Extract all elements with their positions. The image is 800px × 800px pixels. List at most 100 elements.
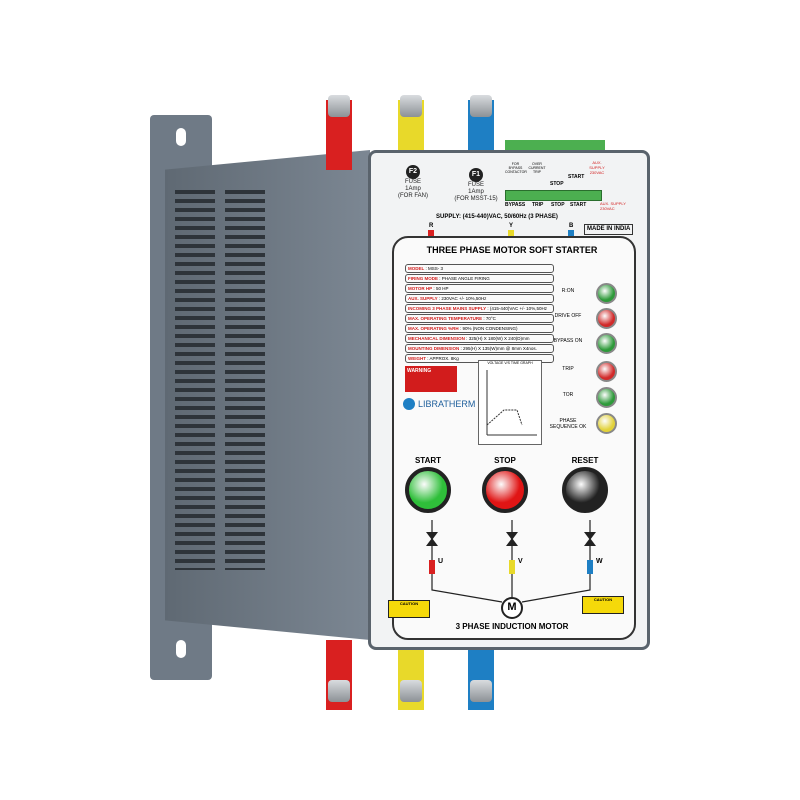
graph-plot xyxy=(486,370,537,436)
fuse-label: FUSE xyxy=(404,179,421,185)
bolt xyxy=(400,95,422,117)
spec-row: MAX. OPERATING TEMPERATURE : 70°C xyxy=(405,314,554,323)
terminal-label: STOP xyxy=(551,202,565,208)
terminal-label: TRIP xyxy=(532,202,544,208)
spec-value: 325(H) X 180(W) X 240(D)mm xyxy=(468,336,530,341)
brand-name: LIBRATHERM xyxy=(418,399,476,409)
caution-text: CAUTION xyxy=(399,601,419,606)
bolt xyxy=(328,680,350,702)
terminal-top-label: STOP xyxy=(550,181,564,187)
spec-key: INCOMING 3 PHASE MAINS SUPPLY xyxy=(408,306,487,311)
spec-value: (415-440)VAC +/- 10%,50Hz xyxy=(489,306,547,311)
fuse-label: FUSE xyxy=(467,182,484,188)
indicator-label: PHASE SEQUENCE OK xyxy=(549,418,587,430)
indicator-led xyxy=(596,361,617,382)
wiring-diagram xyxy=(426,520,596,619)
bolt xyxy=(328,95,350,117)
product-title: THREE PHASE MOTOR SOFT STARTER xyxy=(426,245,598,255)
terminal-screws[interactable] xyxy=(505,190,602,201)
made-in-india-label: MADE IN INDIA xyxy=(584,224,634,235)
spec-key: MOUNTING DIMENSION xyxy=(408,346,460,351)
voltage-time-graph: VOLTAGE V/S TIME GRAPH xyxy=(478,360,542,445)
spec-value: MSS- 3 xyxy=(428,266,444,271)
button-label: START xyxy=(414,456,442,465)
terminal-label: START xyxy=(570,202,587,208)
phase-v: V xyxy=(518,558,523,565)
fuse-icon: F2 xyxy=(406,165,420,179)
indicator-label: R:ON xyxy=(561,288,575,294)
caution-label-right: CAUTION xyxy=(582,596,624,614)
reset-button[interactable] xyxy=(562,467,608,513)
phase-y: Y xyxy=(509,223,514,229)
warning-label: WARNING xyxy=(405,366,457,392)
button-label: RESET xyxy=(571,456,599,465)
stop-button[interactable] xyxy=(482,467,528,513)
aux-supply-label: AUX. SUPPLY 230VAC xyxy=(600,201,626,211)
phase-b: B xyxy=(569,223,574,229)
indicator-led xyxy=(596,387,617,408)
spec-row: MECHANICAL DIMENSION : 325(H) X 180(W) X… xyxy=(405,334,554,343)
caution-text: CAUTION xyxy=(593,597,613,602)
spec-key: MOTOR HP xyxy=(408,286,433,291)
spec-key: WEIGHT xyxy=(408,356,426,361)
phase-w: W xyxy=(596,558,603,565)
mounting-slot xyxy=(176,128,186,146)
spec-row: FIRING MODE : PHASE ANGLE FIRING xyxy=(405,274,554,283)
indicator-led xyxy=(596,333,617,354)
indicator-led xyxy=(596,283,617,304)
fuse-icon: F1 xyxy=(469,168,483,182)
graph-title: VOLTAGE V/S TIME GRAPH xyxy=(487,361,533,365)
brand-logo: LIBRATHERM xyxy=(403,398,475,410)
terminal-top-label: OVER CURRENT TRIP xyxy=(528,162,546,174)
vent-grille xyxy=(225,190,265,570)
spec-key: AUX. SUPPLY xyxy=(408,296,438,301)
spec-row: MOUNTING DIMENSION : 295(H) X 135(W)mm @… xyxy=(405,344,554,353)
motor-label: 3 PHASE INDUCTION MOTOR xyxy=(455,622,569,631)
spec-key: FIRING MODE xyxy=(408,276,438,281)
bolt xyxy=(470,95,492,117)
spec-key: MODEL xyxy=(408,266,425,271)
fuse-note: (FOR MSST-15) xyxy=(454,196,498,202)
vent-grille xyxy=(175,190,215,570)
terminal-top-label: START xyxy=(568,174,585,180)
mounting-slot xyxy=(176,640,186,658)
terminal-top-label: FOR BYPASS CONTACTOR xyxy=(505,162,527,174)
spec-value: 70°C xyxy=(485,316,496,321)
fuse-rating: 1Amp xyxy=(405,186,421,192)
spec-value: 230VAC +/- 10%,50Hz xyxy=(441,296,487,301)
phase-u: U xyxy=(438,558,444,565)
bolt xyxy=(470,680,492,702)
spec-value: PHASE ANGLE FIRING xyxy=(441,276,490,281)
warning-text: WARNING xyxy=(407,368,432,374)
button-label: STOP xyxy=(494,456,516,465)
indicator-label: DRIVE OFF xyxy=(554,313,582,319)
spec-row: AUX. SUPPLY : 230VAC +/- 10%,50Hz xyxy=(405,294,554,303)
spec-row: INCOMING 3 PHASE MAINS SUPPLY : (415-440… xyxy=(405,304,554,313)
fuse-f2: F2 FUSE 1Amp (FOR FAN) xyxy=(393,165,433,200)
phase-marker xyxy=(568,230,574,241)
spec-key: MECHANICAL DIMENSION xyxy=(408,336,465,341)
bolt xyxy=(400,680,422,702)
phase-marker xyxy=(428,230,434,241)
indicator-label: TOR xyxy=(562,392,574,398)
spec-value: 50 HP xyxy=(435,286,449,291)
libratherm-logo-icon xyxy=(403,398,415,410)
supply-rating: SUPPLY: (415-440)VAC, 50/60Hz (3 PHASE) xyxy=(436,214,558,220)
spec-value: 90% (NON CONDENSING) xyxy=(462,326,518,331)
phase-marker xyxy=(508,230,514,241)
spec-key: MAX. OPERATING %RH xyxy=(408,326,459,331)
start-button[interactable] xyxy=(405,467,451,513)
indicator-led xyxy=(596,308,617,329)
spec-row: MAX. OPERATING %RH : 90% (NON CONDENSING… xyxy=(405,324,554,333)
caution-label-left: CAUTION xyxy=(388,600,430,618)
spec-key: MAX. OPERATING TEMPERATURE xyxy=(408,316,483,321)
fuse-rating: 1Amp xyxy=(468,189,484,195)
motor-symbol: M xyxy=(507,601,517,613)
indicator-label: TRIP xyxy=(562,366,574,372)
terminal-label: BYPASS xyxy=(505,202,526,208)
spec-row: MODEL : MSS- 3 xyxy=(405,264,554,273)
phase-r: R xyxy=(429,223,434,229)
spec-value: APPROX. 8Kg xyxy=(429,356,459,361)
indicator-label: BYPASS ON xyxy=(553,338,583,344)
fuse-note: (FOR FAN) xyxy=(398,193,428,199)
